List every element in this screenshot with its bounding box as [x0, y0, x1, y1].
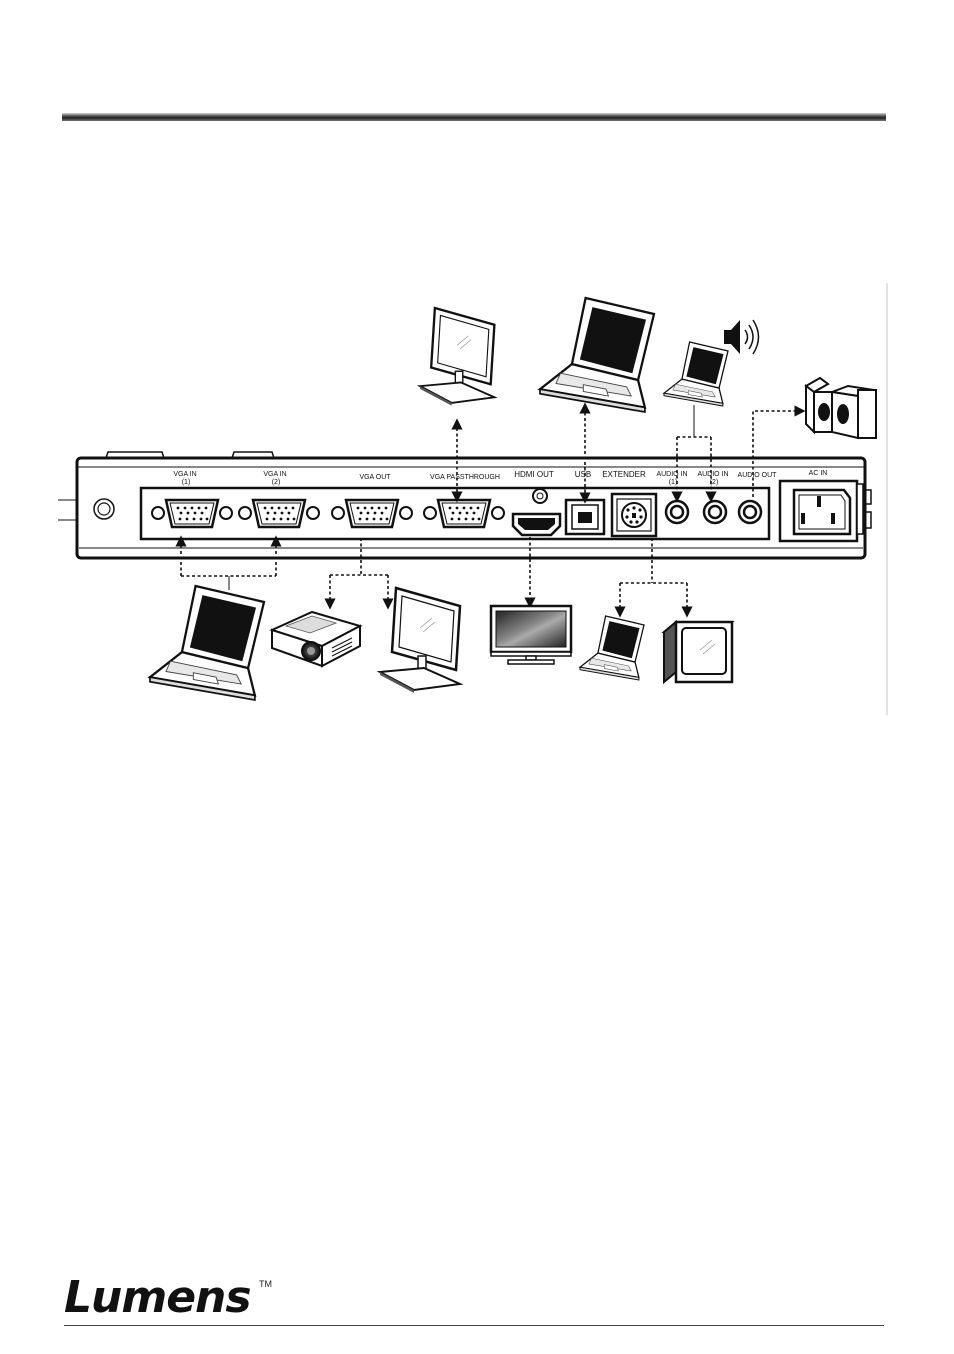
- connection-lines: [175, 402, 806, 618]
- footer-rule: [64, 1325, 884, 1326]
- vga-out-port: [331, 498, 413, 529]
- header-rule: [62, 113, 886, 121]
- hdmi-out-port: [511, 488, 562, 537]
- laptop-icon-extender: [579, 615, 645, 681]
- projector-icon: [269, 610, 363, 668]
- usb-port: [564, 498, 606, 536]
- label-extender: EXTENDER: [602, 470, 646, 479]
- audio-in-2-port: [702, 499, 728, 525]
- lumens-logo: Lumens: [64, 1272, 252, 1323]
- vga-passthrough-port: [423, 498, 505, 529]
- link-audio-out: [752, 405, 806, 497]
- diagram-frame-edge: [886, 283, 888, 715]
- label-audio-in-2: AUDIO IN (2): [697, 471, 730, 486]
- extender-port: [610, 492, 658, 538]
- label-audio-in-1-line1: AUDIO IN: [656, 471, 687, 478]
- speakers-icon: [804, 376, 878, 440]
- laptop-icon: [538, 296, 656, 414]
- label-hdmi-out: HDMI OUT: [514, 470, 554, 479]
- audio-out-port: [737, 499, 763, 525]
- label-audio-in-1-line2: (1): [669, 479, 678, 486]
- label-vga-in-2-line2: (2): [272, 479, 281, 486]
- label-vga-in-1-line2: (1): [182, 479, 191, 486]
- label-audio-in-2-line2: (2): [710, 479, 719, 486]
- speaker-sound-icon: [724, 319, 760, 355]
- label-vga-in-2-line1: VGA IN: [263, 471, 286, 478]
- label-vga-passthrough: VGA PASSTHROUGH: [430, 474, 500, 481]
- monitor-icon-vga-out: [378, 586, 462, 695]
- vga-in-1-port: [151, 498, 233, 529]
- trademark-mark: TM: [259, 1279, 272, 1289]
- laptop-icon-vga-in: [148, 584, 266, 702]
- label-vga-out: VGA OUT: [359, 474, 391, 481]
- label-audio-in-1: AUDIO IN (1): [656, 471, 689, 486]
- monitor-icon: [418, 306, 496, 407]
- laptop-icon-audio: [663, 341, 729, 407]
- audio-in-1-port: [664, 499, 690, 525]
- crt-tv-icon: [661, 619, 735, 685]
- label-audio-out: AUDIO OUT: [738, 472, 778, 479]
- ac-in-port: [792, 488, 852, 536]
- label-vga-in-1: VGA IN (1): [173, 471, 198, 486]
- vga-in-2-port: [238, 498, 320, 529]
- label-usb: USB: [575, 470, 591, 479]
- label-audio-in-2-line1: AUDIO IN: [697, 471, 728, 478]
- label-vga-in-2: VGA IN (2): [263, 471, 288, 486]
- label-vga-in-1-line1: VGA IN: [173, 471, 196, 478]
- flat-tv-icon: [489, 604, 573, 665]
- label-ac-in: AC IN: [809, 470, 828, 477]
